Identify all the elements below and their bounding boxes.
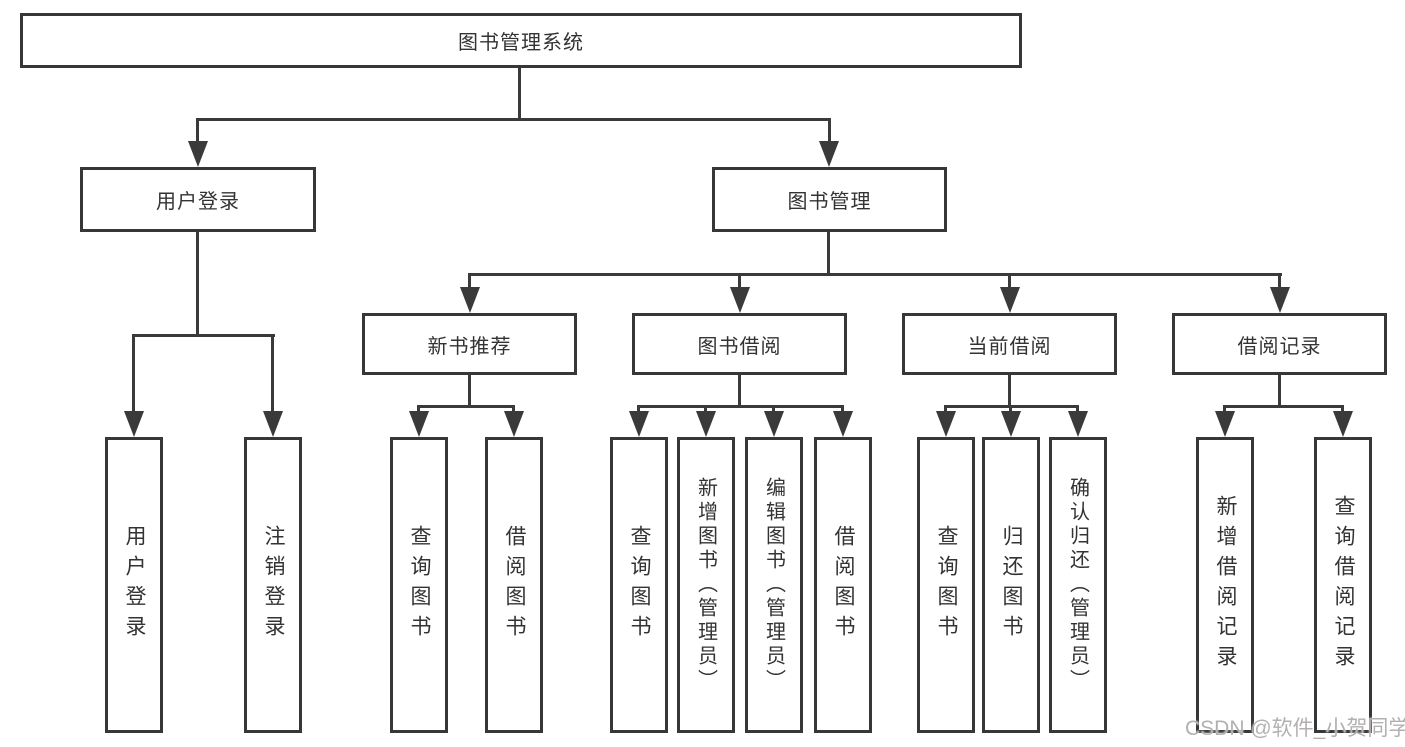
leaf-user-login: 用户登录 [105, 437, 163, 733]
arrow-down-icon [263, 411, 283, 437]
node-borrowing-records: 借阅记录 [1172, 313, 1387, 375]
arrow-down-icon [696, 411, 716, 437]
leaf-query-books: 查询图书 [917, 437, 975, 733]
leaf-add-borrow-record: 新增借阅记录 [1196, 437, 1254, 733]
arrow-down-icon [629, 411, 649, 437]
connector-vline [512, 405, 515, 413]
node-label: 新书推荐 [427, 335, 512, 358]
node-label: 当前借阅 [967, 335, 1052, 358]
connector-hline [197, 118, 831, 121]
leaf-label: 用户登录 [123, 525, 146, 645]
leaf-add-books-admin: 新增图书（管理员） [677, 437, 735, 733]
leaf-label: 查询图书 [935, 525, 958, 645]
arrow-down-icon [730, 287, 750, 313]
node-book-borrowing: 图书借阅 [632, 313, 847, 375]
leaf-label: 查询图书 [628, 525, 651, 645]
node-label: 用户登录 [156, 191, 240, 213]
leaf-borrow-books: 借阅图书 [485, 437, 543, 733]
leaf-label: 借阅图书 [503, 525, 526, 645]
connector-vline [468, 375, 471, 405]
connector-vline [518, 68, 521, 118]
arrow-down-icon [833, 411, 853, 437]
node-system-root: 图书管理系统 [20, 13, 1022, 68]
arrow-down-icon [1333, 411, 1353, 437]
connector-vline [827, 232, 830, 273]
connector-vline [1076, 405, 1079, 413]
arrow-down-icon [1068, 411, 1088, 437]
leaf-label: 查询图书 [408, 525, 431, 645]
connector-hline [637, 405, 844, 408]
leaf-query-borrow-record: 查询借阅记录 [1314, 437, 1372, 733]
arrow-down-icon [124, 411, 144, 437]
connector-vline [1009, 405, 1012, 413]
arrow-down-icon [1270, 287, 1290, 313]
node-label: 图书借阅 [697, 335, 782, 358]
leaf-borrow-books: 借阅图书 [814, 437, 872, 733]
leaf-edit-books-admin: 编辑图书（管理员） [745, 437, 803, 733]
arrow-down-icon [1215, 411, 1235, 437]
arrow-down-icon [188, 141, 208, 167]
arrow-down-icon [460, 287, 480, 313]
connector-vline [1008, 273, 1011, 289]
arrow-down-icon [936, 411, 956, 437]
connector-hline [132, 334, 275, 337]
node-label: 借阅记录 [1237, 335, 1322, 358]
leaf-confirm-return-admin: 确认归还（管理员） [1049, 437, 1107, 733]
leaf-label: 归还图书 [1000, 525, 1023, 645]
leaf-label: 注销登录 [262, 525, 285, 645]
arrow-down-icon [764, 411, 784, 437]
leaf-query-books: 查询图书 [390, 437, 448, 733]
connector-vline [944, 405, 947, 413]
leaf-return-books: 归还图书 [982, 437, 1040, 733]
node-user-login: 用户登录 [80, 167, 316, 232]
arrow-down-icon [1001, 411, 1021, 437]
arrow-down-icon [1000, 287, 1020, 313]
csdn-watermark: CSDN @软件_小贺同学 [1185, 717, 1405, 740]
connector-vline [196, 232, 199, 334]
connector-hline [417, 405, 515, 408]
leaf-label: 编辑图书（管理员） [762, 477, 785, 693]
connector-vline [1341, 405, 1344, 413]
node-label: 图书管理系统 [458, 32, 584, 54]
leaf-label: 确认归还（管理员） [1066, 477, 1089, 693]
leaf-label: 新增图书（管理员） [694, 477, 717, 693]
node-new-book-recommendation: 新书推荐 [362, 313, 577, 375]
connector-vline [772, 405, 775, 413]
connector-vline [704, 405, 707, 413]
connector-vline [1008, 375, 1011, 405]
connector-vline [417, 405, 420, 413]
connector-hline [1223, 405, 1344, 408]
connector-vline [738, 273, 741, 289]
leaf-label: 新增借阅记录 [1214, 495, 1237, 675]
connector-vline [828, 118, 831, 143]
connector-vline [738, 375, 741, 405]
node-label: 图书管理 [787, 191, 872, 213]
node-current-borrowing: 当前借阅 [902, 313, 1117, 375]
leaf-label: 查询借阅记录 [1332, 495, 1355, 675]
connector-vline [132, 334, 135, 411]
connector-vline [841, 405, 844, 413]
leaf-label: 借阅图书 [832, 525, 855, 645]
connector-vline [637, 405, 640, 413]
connector-vline [196, 118, 199, 143]
connector-vline [1278, 375, 1281, 405]
connector-vline [1223, 405, 1226, 413]
leaf-logout: 注销登录 [244, 437, 302, 733]
connector-hline [468, 273, 1282, 276]
leaf-query-books: 查询图书 [610, 437, 668, 733]
arrow-down-icon [409, 411, 429, 437]
node-book-management: 图书管理 [712, 167, 947, 232]
connector-vline [1278, 273, 1281, 289]
arrow-down-icon [819, 141, 839, 167]
arrow-down-icon [504, 411, 524, 437]
connector-vline [271, 334, 274, 411]
connector-vline [468, 273, 471, 289]
